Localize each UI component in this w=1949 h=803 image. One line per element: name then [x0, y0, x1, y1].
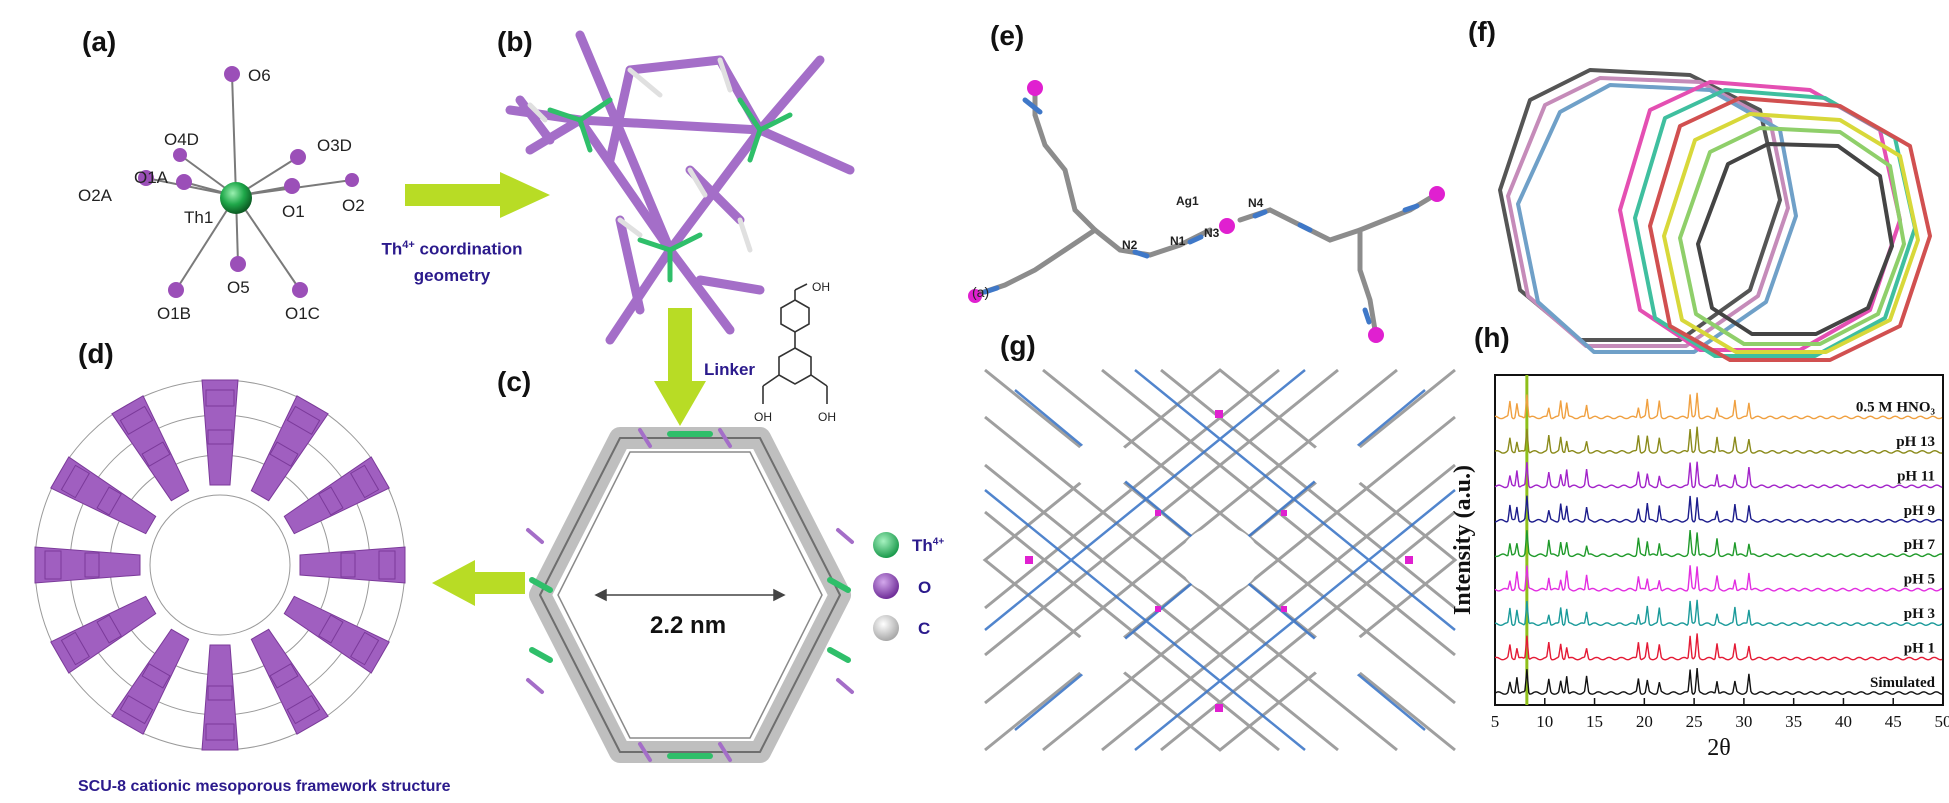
- atom-label-o1c: O1C: [285, 304, 320, 323]
- legend-o-swatch: [873, 573, 899, 599]
- panel-e-corner-label: (a): [972, 284, 990, 300]
- atom-label-o1a: O1A: [134, 168, 169, 187]
- legend-th-swatch: [873, 532, 899, 558]
- atom-label-o2: O2: [342, 196, 365, 215]
- linker-oh-top: OH: [812, 280, 830, 294]
- atom-label-ag1: Ag1: [1176, 194, 1199, 208]
- thorium-atom: [220, 182, 252, 214]
- series-line: [1494, 530, 1943, 558]
- x-tick-label: 15: [1586, 712, 1603, 731]
- panel-label-a: (a): [82, 26, 117, 57]
- interpenetrated-rings-diagram: [1498, 68, 1932, 362]
- x-tick-label: 20: [1636, 712, 1653, 731]
- panel-label-f: (f): [1468, 16, 1496, 47]
- series-line: [1494, 426, 1943, 454]
- coordination-sphere-diagram: [138, 66, 359, 298]
- legend-swatches: [873, 532, 899, 641]
- arrow-down-icon: [654, 308, 706, 426]
- series-label: pH 13: [1896, 434, 1935, 450]
- series-label: pH 1: [1904, 641, 1935, 657]
- atom-label-o2a: O2A: [78, 186, 113, 205]
- linker-molecule-diagram: [762, 283, 828, 404]
- panel-label-b: (b): [497, 26, 533, 57]
- panel-label-e: (e): [990, 20, 1025, 51]
- atom-label-th1: Th1: [184, 208, 214, 227]
- pxrd-chart: 5 10 15 20 25 30 35 40 45 50 2θ Intensity (a.u.) Sim…: [1450, 374, 1949, 761]
- framework-structure-diagram: [34, 379, 406, 751]
- series-line: [1494, 633, 1943, 661]
- coordination-geometry-caption: Th4+ coordination geometry: [381, 239, 523, 285]
- linker-oh-right: OH: [818, 410, 836, 424]
- panel-label-d: (d): [78, 338, 114, 369]
- atom-label-o5: O5: [227, 278, 250, 297]
- pore-size-label: 2.2 nm: [650, 612, 727, 639]
- series-label: Simulated: [1870, 675, 1936, 691]
- panel-label-h: (h): [1474, 322, 1510, 353]
- atom-label-o6: O6: [248, 66, 271, 85]
- legend-label-c: C: [918, 619, 931, 638]
- framework-caption: SCU-8 cationic mesoporous framework stru…: [78, 778, 451, 795]
- series-label: pH 9: [1904, 503, 1935, 519]
- series-line: [1494, 495, 1943, 523]
- chart-plot-area: 5 10 15 20 25 30 35 40 45 50 2θ Intensity (a.u.) Sim…: [1450, 374, 1949, 761]
- atom-label-n1: N1: [1170, 234, 1186, 248]
- y-axis-label: Intensity (a.u.): [1450, 465, 1476, 615]
- legend-label-o: O: [918, 578, 932, 597]
- atom-label-o1b: O1B: [157, 304, 192, 323]
- linker-label: Linker: [704, 360, 756, 379]
- hexagonal-pore-diagram: [526, 427, 854, 763]
- series-line: [1494, 565, 1943, 592]
- x-tick-label: 5: [1491, 712, 1500, 731]
- arrow-left-icon: [432, 560, 525, 606]
- series-line: [1494, 668, 1943, 695]
- panel-label-c: (c): [497, 366, 532, 397]
- chart-frame: [1494, 374, 1944, 706]
- series-label: pH 3: [1904, 606, 1935, 622]
- series-line: [1494, 461, 1943, 489]
- series-line: [1494, 599, 1943, 627]
- x-axis-label: 2θ: [1707, 735, 1731, 761]
- atom-label-o3d: O3D: [317, 136, 352, 155]
- atom-label-n3: N3: [1204, 226, 1220, 240]
- series-label: pH 7: [1904, 537, 1936, 553]
- legend-label-th: Th4+: [912, 536, 945, 555]
- atom-label-n2: N2: [1122, 238, 1138, 252]
- thorium-cluster-diagram: [505, 30, 855, 345]
- atom-label-n4: N4: [1248, 196, 1264, 210]
- arrow-right-icon: [405, 172, 550, 218]
- x-tick-label: 25: [1686, 712, 1703, 731]
- series-line: [1494, 392, 1943, 420]
- three-dimensional-framework-diagram: [982, 368, 1458, 752]
- series-label: pH 11: [1897, 468, 1935, 484]
- x-tick-label: 30: [1735, 712, 1752, 731]
- legend-c-swatch: [873, 615, 899, 641]
- series-label: pH 5: [1904, 572, 1935, 588]
- x-tick-label: 40: [1835, 712, 1852, 731]
- x-tick-label: 50: [1935, 712, 1949, 731]
- series-label: 0.5 M HNO₃: [1856, 399, 1936, 415]
- linker-oh-left: OH: [754, 410, 772, 424]
- silver-linker-diagram: [968, 80, 1445, 343]
- panel-label-g: (g): [1000, 330, 1036, 361]
- x-tick-label: 35: [1785, 712, 1802, 731]
- x-tick-label: 45: [1885, 712, 1902, 731]
- atom-label-o1: O1: [282, 202, 305, 221]
- x-tick-label: 10: [1536, 712, 1553, 731]
- atom-label-o4d: O4D: [164, 130, 199, 149]
